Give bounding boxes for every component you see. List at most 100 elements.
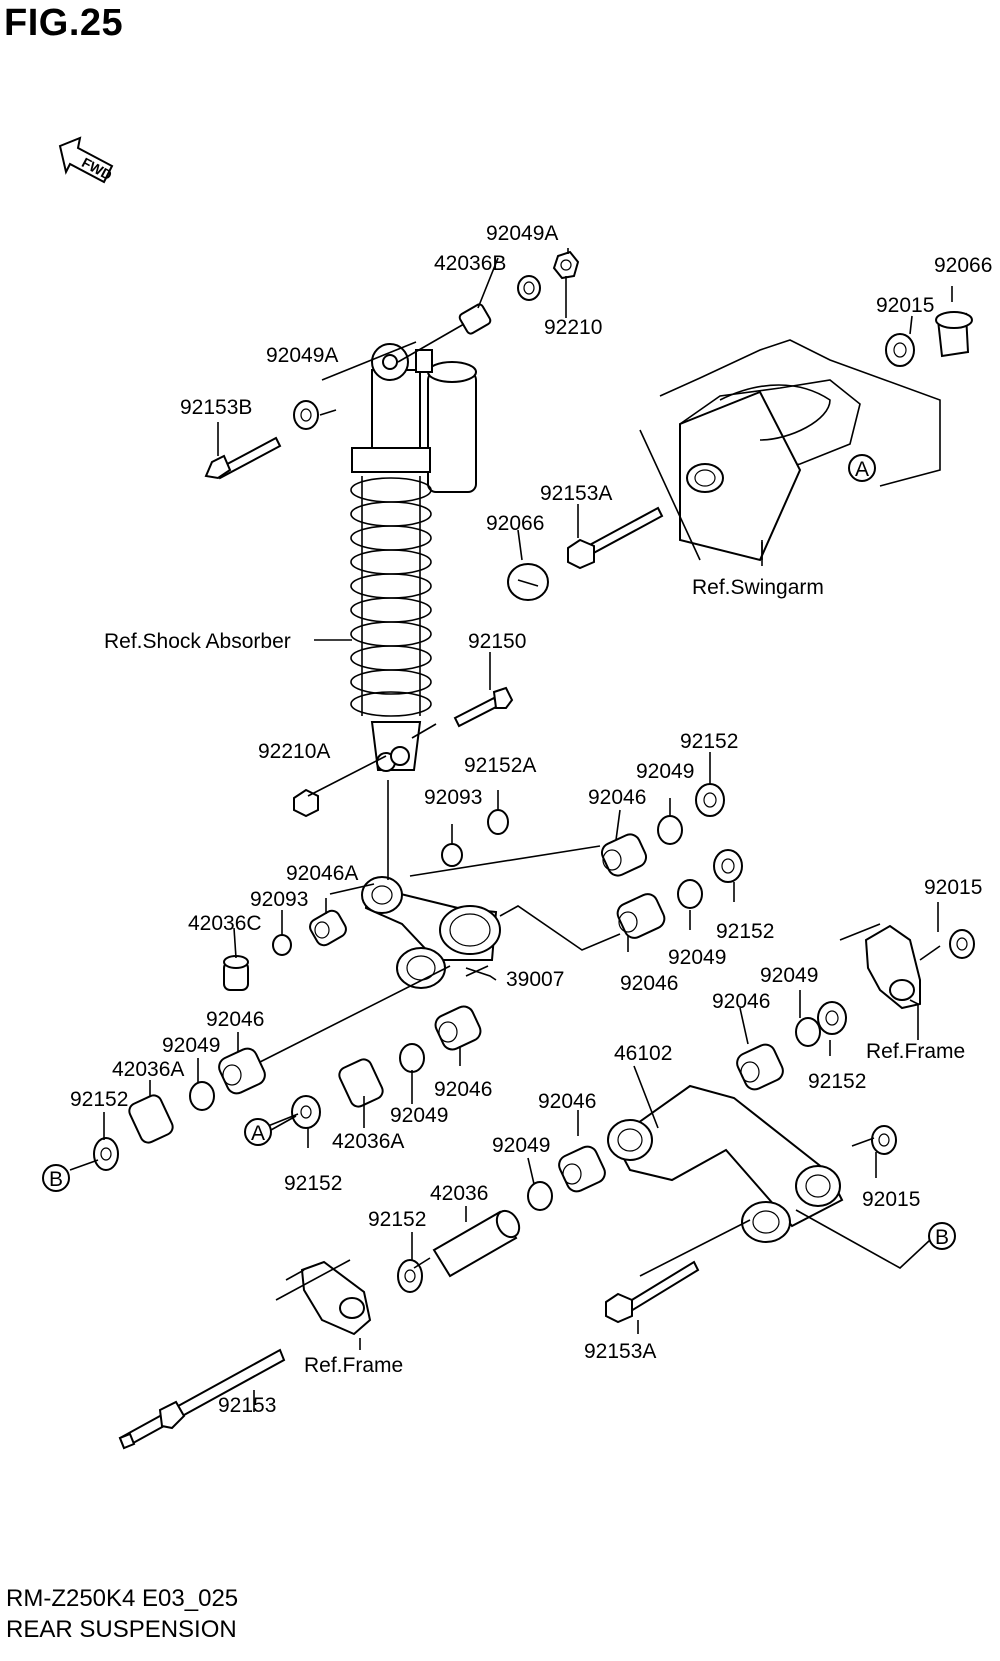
nut-92015-right: [949, 929, 975, 959]
label-92049-d: 92049: [162, 1034, 220, 1057]
label-92152A: 92152A: [464, 754, 536, 777]
callout-A-top: A: [855, 458, 869, 481]
nut-92015-top: [885, 333, 915, 367]
label-92066-mid: 92066: [486, 512, 544, 535]
label-92015-low: 92015: [862, 1188, 920, 1211]
bearing-92046-a: [600, 833, 648, 877]
label-92049-e: 92049: [390, 1104, 448, 1127]
washer-92152-f: [397, 1259, 423, 1293]
seal-92049-c: [189, 1081, 215, 1111]
label-ref-frame-right: Ref.Frame: [866, 1040, 965, 1063]
label-92153A-top: 92153A: [540, 482, 612, 505]
label-92046-b: 92046: [620, 972, 678, 995]
collar-42036B: [458, 303, 492, 335]
label-42036B: 42036B: [434, 252, 506, 275]
label-92093-b: 92093: [250, 888, 308, 911]
label-92049A-top: 92049A: [486, 222, 558, 245]
label-92049-b: 92049: [668, 946, 726, 969]
label-92152-c: 92152: [808, 1070, 866, 1093]
label-42036C: 42036C: [188, 912, 262, 935]
label-92153: 92153: [218, 1394, 276, 1417]
nut-92210A: [293, 788, 319, 818]
fwd-arrow-icon: FWD: [58, 136, 115, 184]
label-92152-b: 92152: [716, 920, 774, 943]
bearing-92046-e: [736, 1043, 784, 1091]
washer-92049A-top: [517, 275, 541, 301]
leader-lines: [69, 248, 953, 1412]
cushion-lever-39007: [361, 876, 501, 989]
label-92046-a: 92046: [588, 786, 646, 809]
cap-92066-top: [935, 311, 973, 358]
label-92152-d: 92152: [70, 1088, 128, 1111]
seal-92093-b: [272, 934, 292, 956]
label-42036: 42036: [430, 1182, 488, 1205]
label-92150: 92150: [468, 630, 526, 653]
cap-92066-mid: [507, 563, 549, 601]
nut-92015-low: [871, 1125, 897, 1155]
nut-92210: [552, 250, 580, 280]
label-ref-shock-absorber: Ref.Shock Absorber: [104, 630, 291, 653]
cushion-rod-46102: [607, 1084, 844, 1243]
bolt-92153B: [204, 436, 282, 480]
seal-92049-d: [399, 1043, 425, 1073]
seal-92049-a: [657, 815, 683, 845]
bearing-92046A: [309, 909, 347, 947]
label-92066-top: 92066: [934, 254, 992, 277]
callout-B-left: B: [49, 1168, 63, 1191]
label-92049-c: 92049: [760, 964, 818, 987]
bearing-92046-f: [558, 1145, 606, 1193]
bearing-92046-b: [616, 893, 666, 939]
frame-bracket-left: [285, 1260, 372, 1336]
washer-92049A-left: [293, 400, 319, 430]
bolt-92153A-low: [605, 1260, 700, 1324]
washer-92152-b: [713, 849, 743, 883]
label-ref-swingarm: Ref.Swingarm: [692, 576, 824, 599]
label-92049A-left: 92049A: [266, 344, 338, 367]
part-labels: 92049A 42036B 92210 92066 92015 92049A 9…: [70, 222, 992, 1417]
washer-92152-e: [291, 1095, 321, 1129]
bearing-92046-c: [218, 1047, 266, 1095]
label-92046A: 92046A: [286, 862, 358, 885]
label-92046-d: 92046: [206, 1008, 264, 1031]
model-code: RM-Z250K4 E03_025: [6, 1585, 239, 1612]
label-92049-a: 92049: [636, 760, 694, 783]
label-42036A-mid: 42036A: [332, 1130, 404, 1153]
callout-B-right: B: [935, 1226, 949, 1249]
label-39007: 39007: [506, 968, 564, 991]
frame-bracket-right: [839, 923, 921, 1010]
bolt-92153A-top: [567, 506, 664, 570]
label-92152-f: 92152: [368, 1208, 426, 1231]
figure-name: REAR SUSPENSION: [6, 1616, 237, 1643]
label-92152-a: 92152: [680, 730, 738, 753]
washer-92152-d: [93, 1137, 119, 1171]
label-92153B: 92153B: [180, 396, 252, 419]
label-92210: 92210: [544, 316, 602, 339]
label-46102: 46102: [614, 1042, 672, 1065]
label-92046-c: 92046: [712, 990, 770, 1013]
seal-92049-f: [527, 1181, 553, 1211]
label-92046-f: 92046: [538, 1090, 596, 1113]
label-92015-top: 92015: [876, 294, 934, 317]
callout-A-mid: A: [251, 1122, 265, 1145]
label-92049-f: 92049: [492, 1134, 550, 1157]
label-92152-e: 92152: [284, 1172, 342, 1195]
collar-42036A-left: [128, 1094, 174, 1144]
label-92153A-low: 92153A: [584, 1340, 656, 1363]
label-ref-frame-left: Ref.Frame: [304, 1354, 403, 1377]
label-92046-e: 92046: [434, 1078, 492, 1101]
seal-92049-b: [677, 879, 703, 909]
long-bolt-92153: [118, 1348, 286, 1450]
washer-92152-a: [695, 783, 725, 817]
bearing-92046-d: [434, 1005, 482, 1051]
label-42036A-left: 42036A: [112, 1058, 184, 1081]
callout-markers: A A B B: [42, 454, 956, 1250]
swingarm-ref-drawing: [639, 339, 941, 562]
label-92015-right: 92015: [924, 876, 982, 899]
collar-42036C: [223, 955, 249, 991]
label-92210A: 92210A: [258, 740, 330, 763]
collar-42036: [432, 1209, 521, 1278]
bolt-92150: [453, 686, 514, 728]
seal-92093-a: [441, 843, 463, 867]
